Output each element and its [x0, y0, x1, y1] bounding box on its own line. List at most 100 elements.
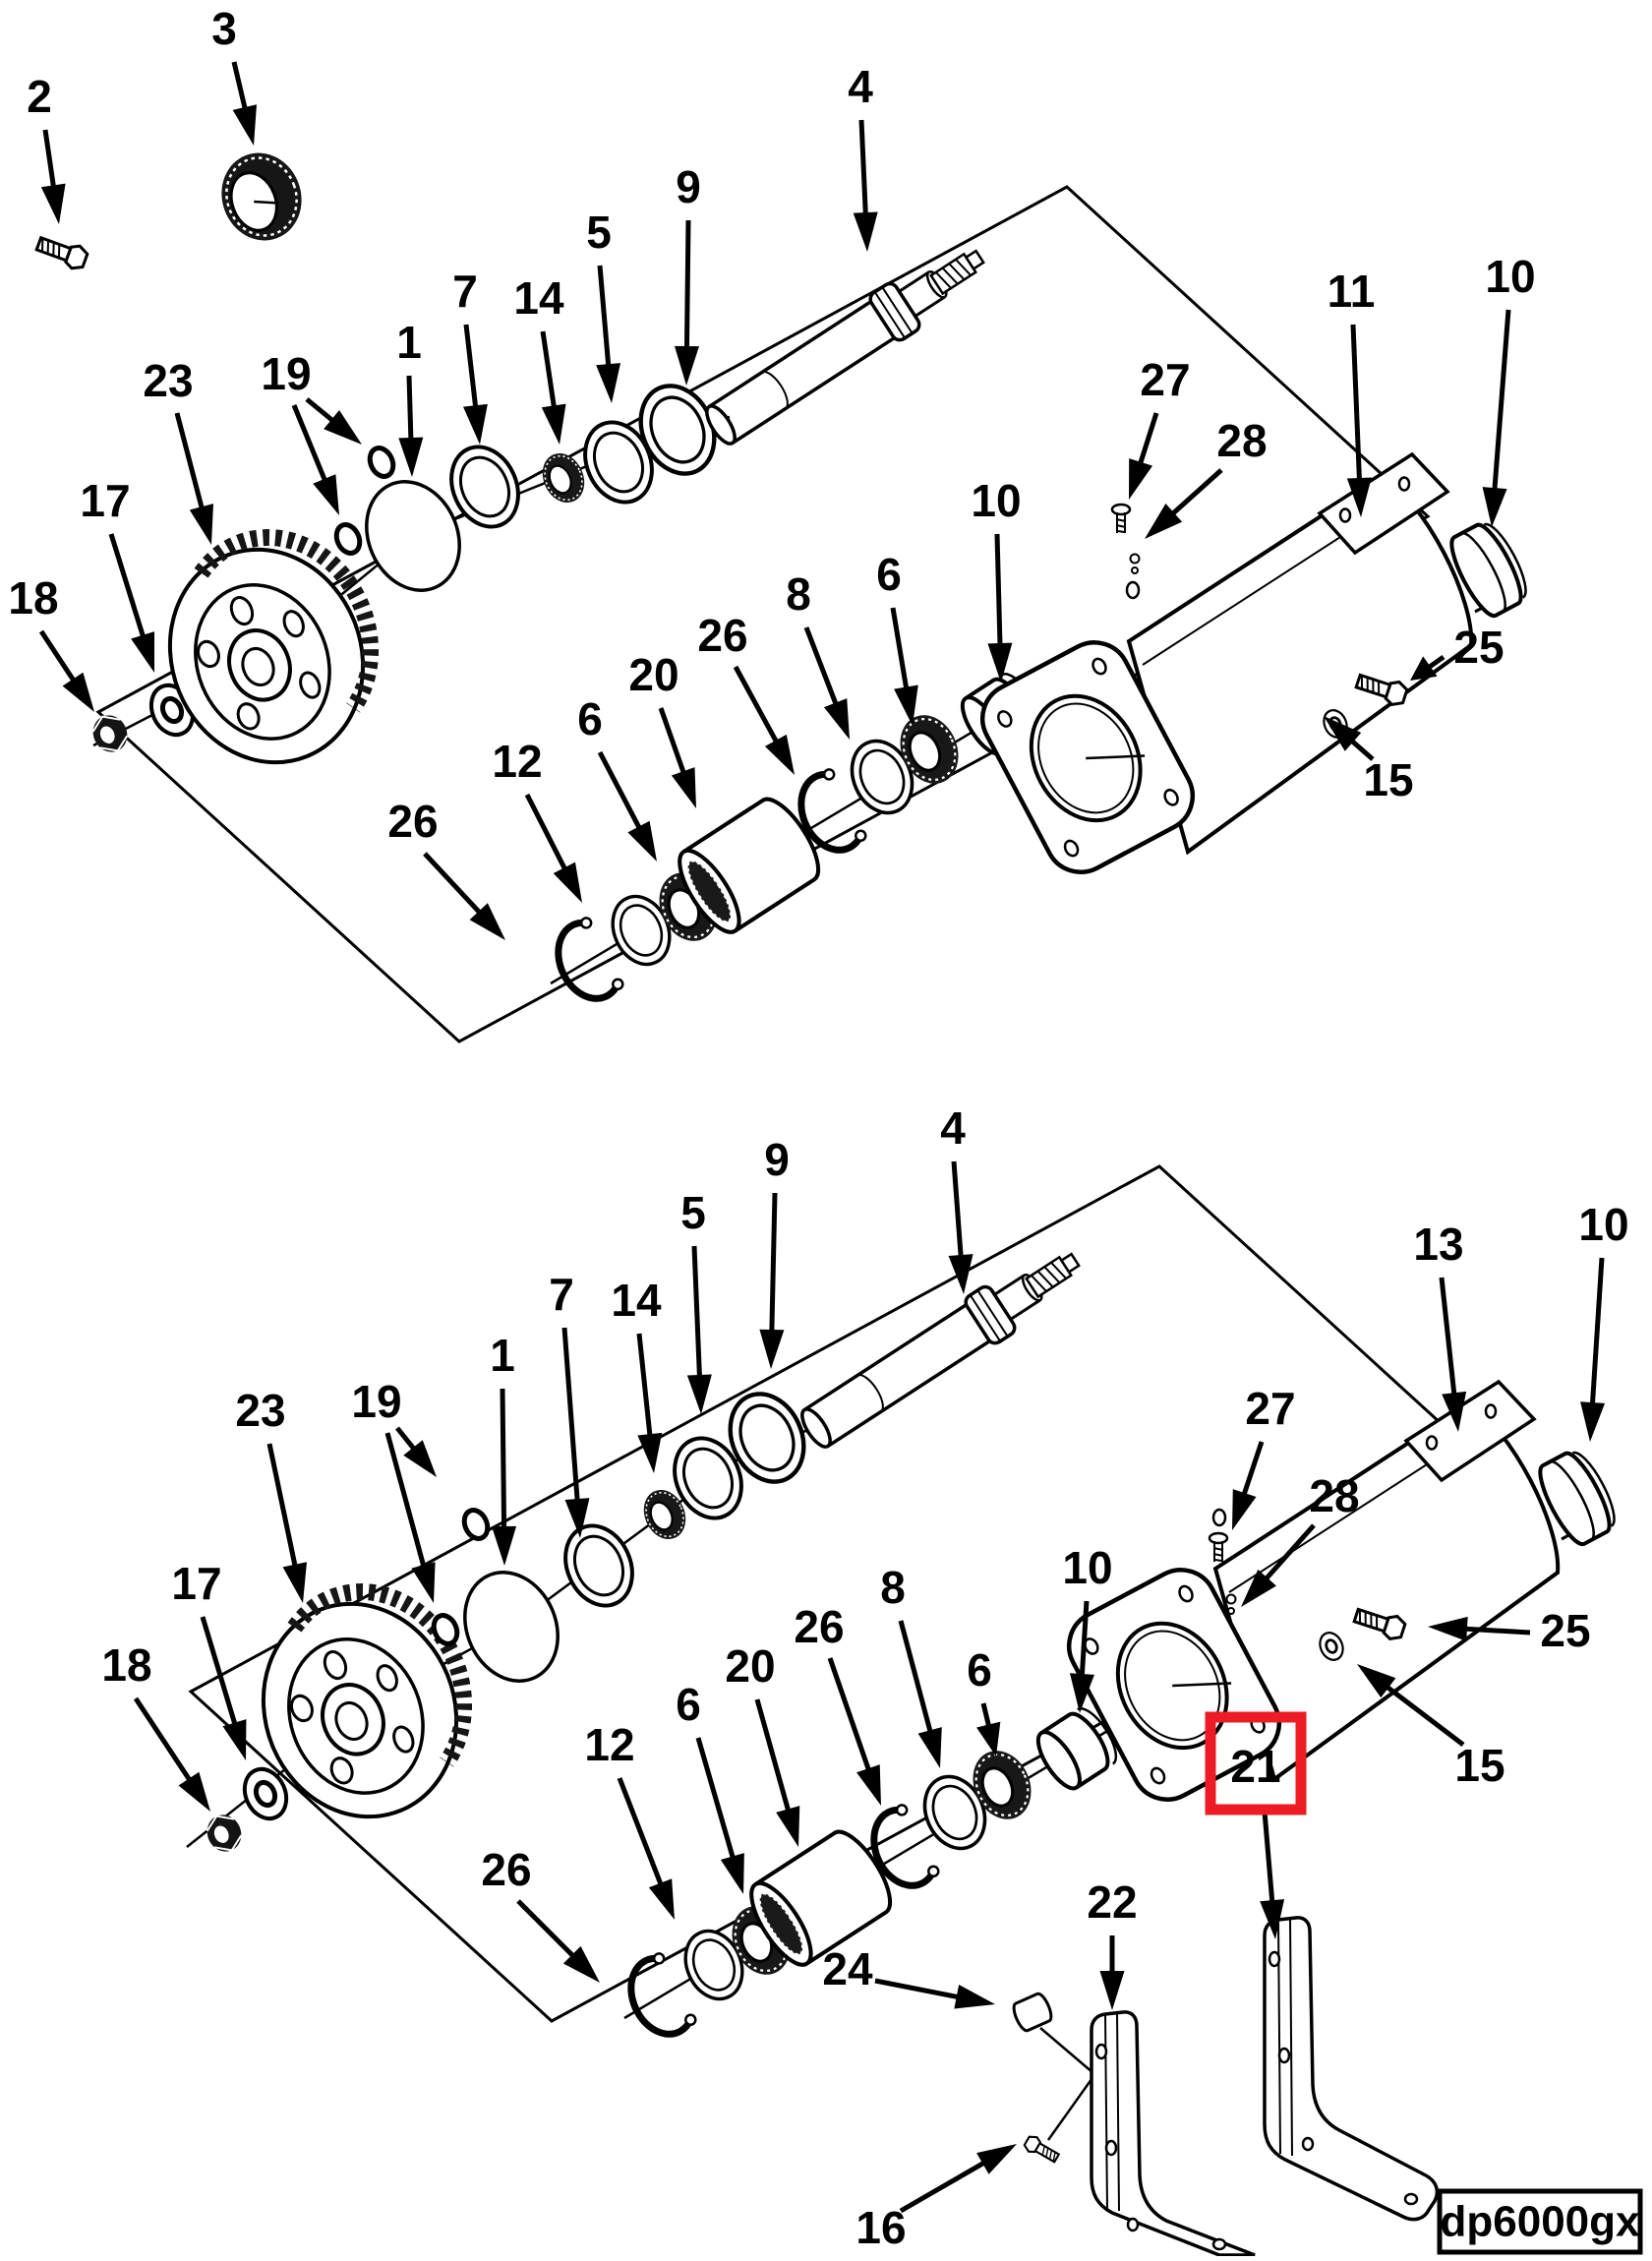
callout-upper-3-arrow — [231, 61, 248, 110]
callout-lower-6-arrow — [695, 1737, 736, 1860]
callout-lower-10-arrowhead — [1580, 1401, 1606, 1442]
callout-lower-26-label: 26 — [794, 1601, 844, 1652]
callout-upper-17-label: 17 — [80, 475, 130, 526]
callout-upper-2-label: 2 — [27, 71, 52, 122]
callout-upper-9-label: 9 — [676, 161, 701, 212]
part-code-tag: dp6000gx — [1437, 2188, 1643, 2255]
callout-lower-21-arrowhead — [1260, 1899, 1285, 1939]
callout-lower-18-label: 18 — [101, 1639, 151, 1691]
upper-assembly-drawing — [32, 140, 1535, 1008]
callout-lower-17-arrow — [200, 1616, 238, 1726]
callout-upper-6-arrow — [890, 607, 910, 689]
callout-lower-16-arrow — [899, 2160, 986, 2214]
callout-lower-20-arrowhead — [776, 1806, 800, 1847]
callout-lower-24-label: 24 — [822, 1943, 873, 1994]
callout-upper-8-arrow — [803, 626, 839, 706]
callout-lower-27-arrow — [1241, 1441, 1265, 1496]
callout-lower-17-arrowhead — [222, 1719, 247, 1760]
housing-13-shape — [1057, 1382, 1592, 1812]
callout-upper-26-arrow — [423, 852, 482, 915]
callout-upper-28-arrow — [1170, 468, 1223, 516]
callout-upper-23-arrow — [174, 412, 205, 509]
screw-16-shape — [1021, 2132, 1062, 2167]
oring-19b-shape — [332, 521, 364, 557]
callout-lower-15-label: 15 — [1454, 1740, 1504, 1791]
callout-upper-14-arrow — [540, 330, 557, 408]
callout-upper-20-arrow — [658, 707, 686, 774]
callout-upper-19-arrow — [305, 397, 335, 423]
callout-upper-12-label: 12 — [492, 736, 542, 787]
callout-lower-10-arrowhead — [1069, 1673, 1094, 1713]
callout-lower-7-label: 7 — [549, 1269, 574, 1320]
lower-assembly-drawing — [200, 1234, 1623, 2257]
callout-lower-17-label: 17 — [171, 1558, 221, 1609]
callout-lower-19-arrow — [395, 1426, 417, 1452]
callout-upper-19-arrow — [291, 404, 327, 482]
callout-upper-10-arrow — [994, 533, 1003, 646]
callout-lower-23-arrowhead — [282, 1562, 308, 1603]
callout-lower-18-arrow — [133, 1696, 193, 1782]
callout-upper-11-label: 11 — [1328, 266, 1376, 317]
callout-upper-12-arrow — [524, 793, 567, 871]
callout-lower-27-arrowhead — [1232, 1489, 1257, 1530]
callout-upper-28-arrowhead — [1145, 503, 1183, 539]
callout-upper-10-label: 10 — [1485, 251, 1535, 302]
callout-lower-13-label: 13 — [1413, 1219, 1463, 1270]
callout-lower-28-arrow — [1264, 1523, 1316, 1581]
callout-upper-20-arrowhead — [671, 767, 696, 808]
callout-lower-13-arrow — [1439, 1277, 1457, 1396]
callout-lower-26-arrowhead — [562, 1945, 600, 1983]
callout-lower-25-arrow — [1464, 1626, 1531, 1636]
callout-upper-1-arrowhead — [398, 437, 424, 477]
callout-lower-8-arrowhead — [917, 1727, 942, 1768]
callout-lower-24-arrowhead — [954, 1985, 995, 2009]
disc-1-shape — [445, 1555, 577, 1698]
callout-lower-14-label: 14 — [611, 1275, 662, 1326]
callout-upper-27-arrowhead — [1129, 458, 1153, 500]
callout-upper-2-arrow — [42, 129, 56, 188]
oring-19a-shape — [366, 445, 397, 480]
callout-lower-26-arrow — [516, 1899, 575, 1958]
callout-upper-6-arrow — [597, 750, 642, 830]
callout-lower-5-arrowhead — [686, 1374, 712, 1414]
callout-lower-4-arrow — [951, 1160, 964, 1258]
callout-upper-2-arrowhead — [40, 183, 66, 224]
callout-upper-4-arrowhead — [853, 211, 878, 252]
lower-panel-outline — [188, 1164, 1523, 2023]
callout-lower-7-arrowhead — [564, 1498, 590, 1538]
callout-lower-12-arrow — [617, 1777, 664, 1886]
callout-upper-7-arrowhead — [463, 403, 488, 445]
callout-lower-15-arrow — [1385, 1684, 1465, 1747]
callout-lower-27-label: 27 — [1245, 1383, 1295, 1434]
callout-lower-22-label: 22 — [1087, 1876, 1137, 1928]
callout-upper-27-arrow — [1138, 412, 1159, 465]
fitting-28-shape — [1129, 553, 1141, 574]
callout-upper-1-arrow — [406, 375, 414, 441]
shaft-4-shape — [696, 231, 997, 455]
callout-lower-26-arrowhead — [856, 1764, 881, 1806]
bolt-2-shape — [32, 231, 91, 273]
callout-upper-19-arrowhead — [324, 409, 362, 445]
callout-lower-6-label: 6 — [676, 1679, 701, 1730]
callout-lower-10-label: 10 — [1578, 1199, 1628, 1250]
ring-7-shape — [551, 1513, 647, 1619]
gear-23-shape — [136, 509, 406, 792]
callout-lower-28-arrowhead — [1241, 1569, 1276, 1607]
shaft-4-shape — [792, 1234, 1092, 1458]
oring-19b-shape — [430, 1612, 461, 1647]
callout-lower-12-label: 12 — [584, 1719, 634, 1770]
callout-lower-6-label: 6 — [967, 1644, 992, 1696]
callout-lower-26-label: 26 — [481, 1844, 531, 1895]
callout-lower-21-label: 21 — [1230, 1741, 1280, 1792]
callout-upper-6-label: 6 — [577, 693, 603, 744]
callout-upper-11-arrow — [1350, 324, 1362, 481]
callout-lower-14-arrow — [636, 1333, 653, 1437]
screw-27-shape — [1110, 503, 1132, 535]
callout-lower-13-arrowhead — [1442, 1391, 1467, 1432]
callout-lower-10-arrow — [1079, 1600, 1090, 1677]
callout-upper-8-arrowhead — [823, 698, 850, 740]
callout-lower-9-arrowhead — [759, 1329, 785, 1369]
callout-upper-6-arrowhead — [894, 684, 918, 726]
